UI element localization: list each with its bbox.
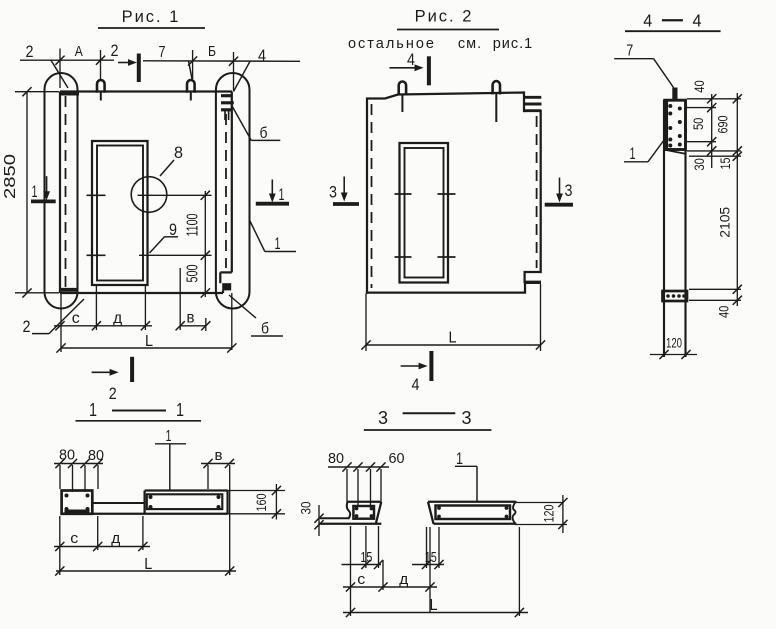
svg-text:L: L [144,556,152,573]
svg-text:в: в [187,310,195,327]
svg-text:30: 30 [692,158,707,171]
svg-text:2105: 2105 [717,207,733,238]
svg-text:д: д [111,530,120,547]
svg-text:80: 80 [328,451,344,467]
svg-text:7: 7 [626,43,633,60]
svg-text:40: 40 [717,306,732,319]
svg-text:4: 4 [412,375,420,394]
svg-text:50: 50 [691,118,706,131]
svg-text:3: 3 [329,183,337,202]
svg-text:7: 7 [159,44,166,61]
svg-text:L: L [449,330,457,347]
svg-text:1: 1 [456,449,463,468]
svg-text:500: 500 [184,264,201,282]
svg-text:4: 4 [693,11,702,31]
svg-text:в: в [215,447,223,464]
svg-text:Рис. 1: Рис. 1 [122,8,181,26]
svg-text:с: с [70,530,79,547]
svg-text:15: 15 [718,158,733,170]
svg-text:60: 60 [389,451,405,467]
svg-text:Б: Б [208,43,216,60]
svg-text:д: д [113,310,122,327]
svg-text:1: 1 [275,234,281,253]
svg-text:с: с [357,571,366,588]
svg-text:2: 2 [23,317,31,336]
svg-text:1100: 1100 [184,213,201,236]
svg-text:рис.1: рис.1 [493,36,534,52]
svg-text:2: 2 [109,384,117,403]
svg-text:4: 4 [643,11,652,31]
svg-text:с: с [72,310,80,327]
svg-text:2850: 2850 [2,154,19,199]
svg-text:30: 30 [299,502,314,515]
svg-text:80: 80 [59,448,75,464]
svg-text:2: 2 [26,42,34,61]
svg-text:15: 15 [425,550,437,566]
svg-text:1: 1 [630,145,636,163]
svg-text:2: 2 [111,41,119,60]
svg-text:остальное: остальное [348,36,436,52]
svg-text:L: L [430,597,438,614]
svg-text:40: 40 [692,80,707,93]
svg-text:1: 1 [166,428,172,445]
svg-text:120: 120 [666,335,682,351]
svg-text:3: 3 [462,408,472,428]
svg-text:4: 4 [258,46,266,65]
svg-text:L: L [145,333,153,350]
svg-text:4: 4 [407,50,415,69]
svg-text:690: 690 [715,115,731,133]
svg-text:см.: см. [458,36,482,52]
svg-text:б: б [261,321,269,338]
svg-text:1: 1 [279,185,285,204]
svg-text:А: А [75,43,83,60]
svg-text:120: 120 [541,504,557,522]
svg-text:80: 80 [88,448,104,464]
svg-text:9: 9 [169,220,177,239]
svg-text:б: б [260,125,268,142]
svg-text:Рис. 2: Рис. 2 [415,8,474,26]
svg-text:1: 1 [32,182,38,201]
svg-text:3: 3 [565,181,573,200]
svg-text:3: 3 [378,408,388,428]
svg-text:1: 1 [89,400,97,420]
svg-text:160: 160 [253,493,269,511]
svg-text:8: 8 [174,143,183,162]
svg-text:1: 1 [176,400,184,420]
svg-text:д: д [399,571,408,588]
